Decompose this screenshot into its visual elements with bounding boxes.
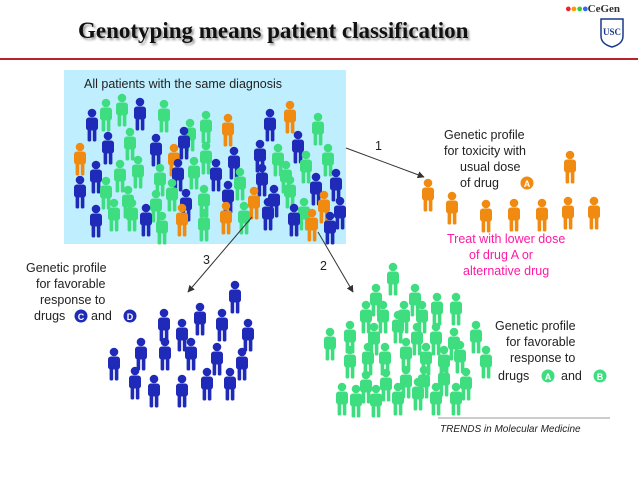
arrow-1-number: 1	[375, 139, 382, 153]
person-icon	[350, 384, 362, 418]
treat-line-1: Treat with lower dose	[447, 232, 565, 246]
person-icon	[400, 337, 412, 371]
person-icon	[564, 150, 576, 184]
favorable-ab-line-4: drugs	[498, 369, 529, 383]
person-icon	[430, 382, 442, 416]
arrow-2-number: 2	[320, 259, 327, 273]
favorable-cd-label: Genetic profile for favorable response t…	[26, 261, 137, 323]
drug-a-green-badge	[541, 369, 555, 383]
favorable-cd-line-3: response to	[40, 293, 105, 307]
source-caption: TRENDS in Molecular Medicine	[440, 424, 581, 435]
person-icon	[129, 366, 141, 400]
arrow-3	[187, 216, 253, 293]
arrow-3-number: 3	[203, 253, 210, 267]
drug-a-green-badge-letter: A	[545, 372, 552, 382]
pool-label: All patients with the same diagnosis	[84, 77, 282, 91]
drug-d-badge-letter: D	[127, 312, 134, 322]
usc-logo: USC	[600, 18, 624, 48]
person-icon	[480, 345, 492, 379]
treatment-recommendation: Treat with lower dose of drug A or alter…	[447, 232, 565, 278]
person-icon	[211, 342, 223, 376]
people-logo-icon: ●●●●	[565, 3, 589, 15]
person-icon	[201, 367, 213, 401]
drug-d-badge	[123, 309, 137, 323]
person-icon	[158, 308, 170, 342]
person-icon	[242, 318, 254, 352]
person-icon	[392, 310, 404, 344]
cegen-logo-text: CeGen	[587, 3, 621, 15]
person-icon	[422, 178, 434, 212]
person-icon	[229, 280, 241, 314]
favorable-ab-line-1: Genetic profile	[495, 319, 576, 333]
drug-c-badge-letter: C	[78, 312, 85, 322]
toxicity-line-1: Genetic profile	[444, 128, 525, 142]
person-icon	[108, 347, 120, 381]
toxicity-line-3: usual dose	[460, 160, 521, 174]
person-icon	[216, 308, 228, 342]
drug-b-badge-letter: B	[597, 372, 604, 382]
person-icon	[236, 347, 248, 381]
favorable-cd-line-1: Genetic profile	[26, 261, 107, 275]
person-icon	[370, 384, 382, 418]
favorable-cd-and: and	[91, 309, 112, 323]
person-icon	[362, 342, 374, 376]
person-icon	[470, 320, 482, 354]
favorable-ab-line-3: response to	[510, 351, 575, 365]
person-icon	[185, 337, 197, 371]
slide-title: Genotyping means patient classification	[78, 18, 469, 43]
favorable-ab-and: and	[561, 369, 582, 383]
person-icon	[387, 262, 399, 296]
treat-line-3: alternative drug	[463, 264, 549, 278]
toxicity-line-2: for toxicity with	[444, 144, 526, 158]
arrow-1	[345, 147, 425, 179]
person-icon	[159, 337, 171, 371]
title-divider	[0, 58, 638, 60]
person-icon	[536, 198, 548, 232]
person-icon	[176, 374, 188, 408]
person-icon	[324, 327, 336, 361]
person-icon	[431, 292, 443, 326]
person-icon	[336, 382, 348, 416]
person-icon	[480, 199, 492, 233]
drug-a-badge-letter: A	[524, 179, 531, 189]
person-icon	[450, 382, 462, 416]
person-icon	[412, 377, 424, 411]
person-icon	[392, 382, 404, 416]
toxicity-profile-label: Genetic profile for toxicity with usual …	[444, 128, 534, 190]
drug-a-badge	[520, 176, 534, 190]
person-icon	[588, 196, 600, 230]
person-icon	[562, 196, 574, 230]
treat-line-2: of drug A or	[469, 248, 533, 262]
person-icon	[446, 191, 458, 225]
person-icon	[411, 322, 423, 356]
person-icon	[176, 318, 188, 352]
person-icon	[344, 345, 356, 379]
drug-c-badge	[74, 309, 88, 323]
cegen-logo: ●●●●CeGen	[565, 3, 620, 15]
drug-b-badge	[593, 369, 607, 383]
toxicity-line-4: of drug	[460, 176, 499, 190]
arrow-2	[317, 231, 354, 293]
favorable-ab-line-2: for favorable	[506, 335, 576, 349]
usc-logo-text: USC	[603, 27, 621, 37]
person-icon	[194, 302, 206, 336]
person-icon	[508, 198, 520, 232]
person-icon	[377, 300, 389, 334]
person-icon	[148, 374, 160, 408]
person-icon	[224, 367, 236, 401]
favorable-cd-line-4: drugs	[34, 309, 65, 323]
favorable-ab-label: Genetic profile for favorable response t…	[495, 319, 607, 383]
favorable-cd-line-2: for favorable	[36, 277, 106, 291]
person-icon	[450, 292, 462, 326]
person-icon	[135, 337, 147, 371]
